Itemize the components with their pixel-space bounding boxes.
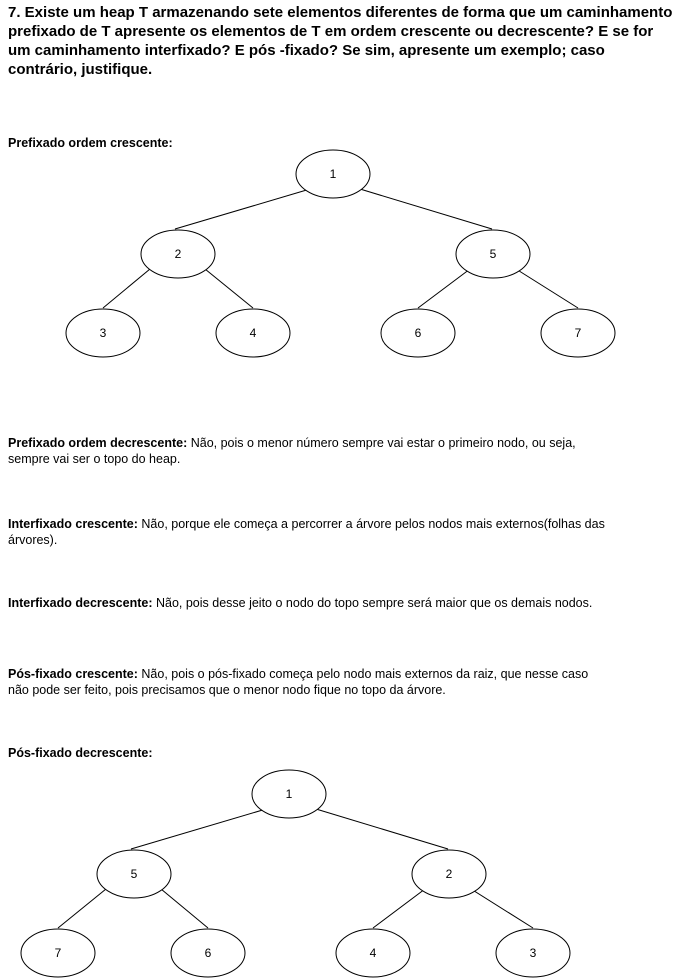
answer-text-3: Não, pois desse jeito o nodo do topo sem… (152, 596, 593, 610)
node-lr (170, 928, 246, 978)
edge-right-rr (470, 888, 534, 929)
node-lr (215, 308, 291, 358)
node-rr-label: 3 (530, 946, 537, 960)
node-rl (380, 308, 456, 358)
node-right (455, 229, 531, 279)
node-right (411, 849, 487, 899)
node-ll-label: 3 (100, 326, 107, 340)
node-left (140, 229, 216, 279)
answer-text-4: Não, pois o pós-fixado começa pelo nodo … (8, 667, 589, 697)
edge-left-lr (204, 268, 254, 309)
answer-title-2: Interfixado crescente: (8, 517, 138, 531)
edge-right-rr (515, 268, 579, 309)
node-root (251, 769, 327, 819)
edge-left-lr (160, 888, 209, 929)
question-text: 7. Existe um heap T armazenando sete ele… (8, 4, 673, 78)
answer-paragraph-3: Interfixado decrescente: Não, pois desse… (8, 596, 608, 612)
node-right-label: 5 (490, 247, 497, 261)
node-left-label: 5 (131, 867, 138, 881)
node-root-label: 1 (330, 167, 337, 181)
edge-root-right (315, 808, 449, 850)
node-right-label: 2 (446, 867, 453, 881)
tree1-label: Prefixado ordem crescente: (8, 136, 173, 150)
edge-root-right (359, 188, 493, 230)
node-lr-label: 4 (250, 326, 257, 340)
edge-left-ll (57, 888, 107, 929)
node-rr (540, 308, 616, 358)
answer-text-2: Não, porque ele começa a percorrer a árv… (8, 517, 605, 547)
node-rl-label: 4 (370, 946, 377, 960)
answer-title-3: Interfixado decrescente: (8, 596, 153, 610)
edge-right-rl (417, 268, 471, 309)
edge-root-left (130, 808, 267, 850)
node-left-label: 2 (175, 247, 182, 261)
node-rr-label: 7 (575, 326, 582, 340)
node-ll (20, 928, 96, 978)
tree2-label: Pós-fixado decrescente: (8, 746, 153, 760)
node-root-label: 1 (286, 787, 293, 801)
edge-left-ll (102, 268, 151, 309)
answer-title-1: Prefixado ordem decrescente: (8, 436, 188, 450)
edge-right-rl (372, 888, 426, 929)
node-rl-label: 6 (415, 326, 422, 340)
edge-root-left (174, 188, 311, 230)
node-left (96, 849, 172, 899)
node-ll (65, 308, 141, 358)
node-root (295, 149, 371, 199)
answer-paragraph-4: Pós-fixado crescente: Não, pois o pós-fi… (8, 667, 608, 698)
answer-title-4: Pós-fixado crescente: (8, 667, 138, 681)
node-ll-label: 7 (55, 946, 62, 960)
node-rr (495, 928, 571, 978)
tree1-diagram: 1 2 5 3 4 6 7 (65, 149, 616, 358)
answer-text-1: Não, pois o menor número sempre vai esta… (8, 436, 576, 466)
node-rl (335, 928, 411, 978)
answer-paragraph-2: Interfixado crescente: Não, porque ele c… (8, 517, 608, 548)
node-lr-label: 6 (205, 946, 212, 960)
tree2-diagram: 1 5 2 7 6 4 3 (20, 769, 571, 978)
answer-paragraph-1: Prefixado ordem decrescente: Não, pois o… (8, 436, 608, 467)
